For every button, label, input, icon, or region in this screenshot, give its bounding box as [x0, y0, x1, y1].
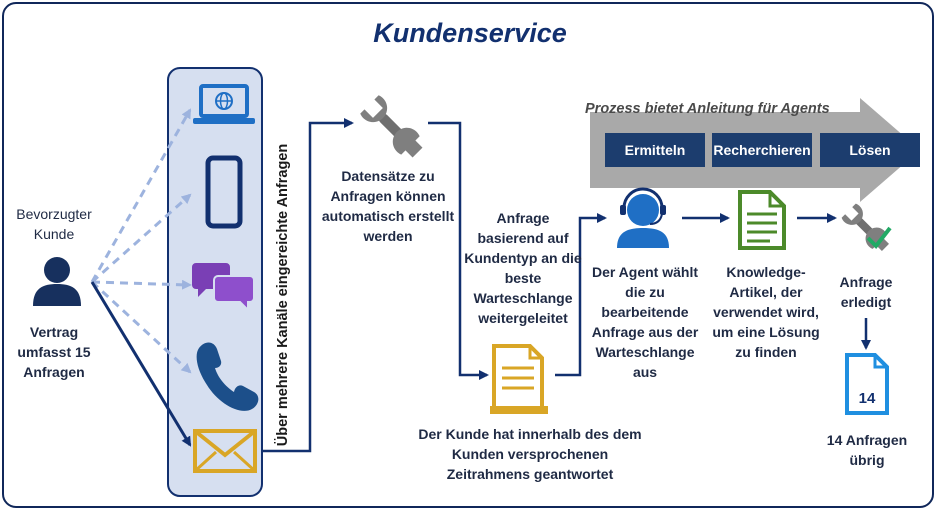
counter-document-icon: [845, 353, 889, 415]
step-ermitteln: Ermitteln: [605, 133, 705, 167]
chat-icon: [192, 263, 255, 313]
resolved-text: Anfrage erledigt: [839, 274, 893, 310]
records-text: Datensätze zu Anfragen können automatisc…: [321, 168, 455, 244]
diagram-frame: [2, 2, 934, 508]
envelope-icon: [193, 429, 257, 473]
arrow-document-agent: [555, 213, 607, 377]
knowledge-article-icon: [738, 190, 786, 250]
counter-value: 14: [858, 390, 876, 407]
customer-label: Bevorzugter Kunde: [16, 206, 92, 242]
process-header: Prozess bietet Anleitung für Agents: [585, 101, 830, 117]
arrow-records-routing: [428, 121, 489, 380]
channels-label: Über mehrere Kanäle eingereichte Anfrage…: [275, 143, 291, 447]
routing-text: Anfrage basierend auf Kundentyp an die b…: [464, 210, 582, 326]
knowledge-text: Knowledge-Artikel, der verwendet wird, u…: [712, 264, 820, 360]
customer-contract: Vertrag umfasst 15 Anfragen: [17, 324, 91, 380]
wrench-resolved-icon: [841, 203, 889, 251]
agent-headset-icon: [617, 187, 669, 248]
laptop-icon: [193, 84, 255, 124]
customer-icon: [33, 257, 81, 306]
arrow-customer-email: [90, 281, 192, 447]
wrench-icon: [360, 95, 423, 158]
checkmark-icon: [866, 226, 892, 250]
step-loesen: Lösen: [820, 133, 920, 167]
diagram-title: Kundenservice: [373, 18, 567, 48]
document-icon: [490, 344, 548, 414]
step-recherchieren: Recherchieren: [712, 133, 812, 167]
remaining-text: 14 Anfragen übrig: [826, 432, 908, 468]
phone-icon: [205, 155, 243, 229]
agent-text: Der Agent wählt die zu bearbeitende Anfr…: [591, 264, 699, 380]
arrow-email-records: [262, 118, 354, 453]
telephone-icon: [196, 342, 259, 411]
response-text: Der Kunde hat innerhalb des dem Kunden v…: [418, 426, 642, 482]
